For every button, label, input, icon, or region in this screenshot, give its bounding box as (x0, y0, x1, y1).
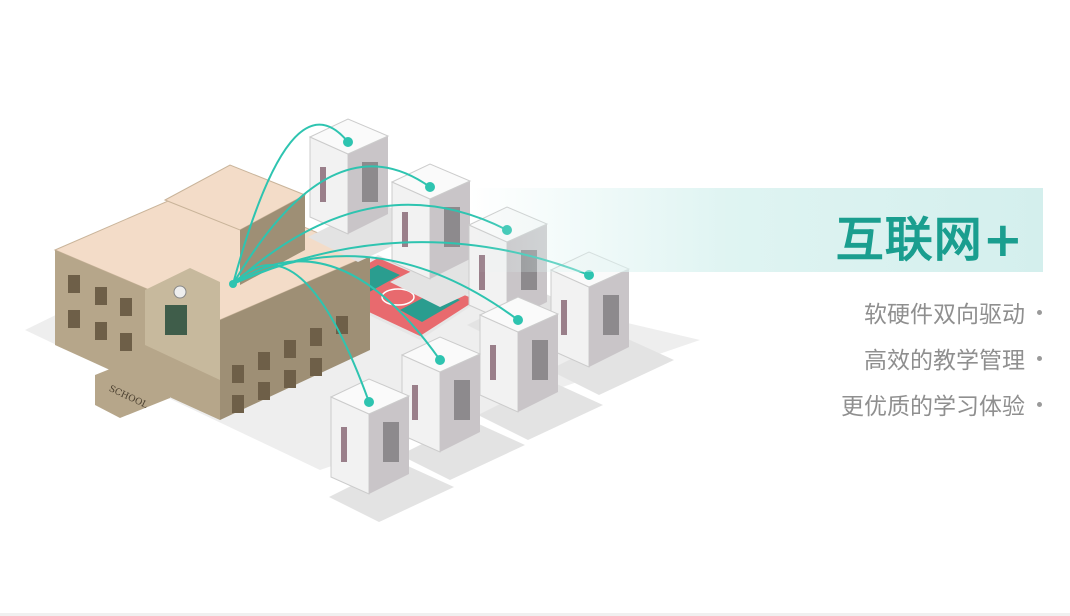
bullet-dot (1037, 309, 1042, 315)
bullet-text: 软硬件双向驱动 (864, 302, 1025, 328)
network-link (232, 260, 441, 361)
network-node (584, 270, 594, 280)
small-building (549, 251, 674, 395)
bullet-item: 高效的教学管理 (864, 341, 1042, 375)
network-node (435, 355, 445, 365)
title-banner (470, 188, 1043, 272)
network-node (343, 137, 353, 147)
slide-title: 互联网+ (835, 212, 1024, 268)
network-node (425, 182, 435, 192)
bullet-text: 更优质的学习体验 (841, 394, 1025, 420)
bullet-dot (1037, 355, 1042, 361)
hub-node (229, 280, 237, 288)
network-link (232, 123, 349, 285)
small-building (329, 378, 454, 522)
bullet-item: 软硬件双向驱动 (864, 295, 1042, 329)
network-node (364, 397, 374, 407)
network-links (232, 123, 594, 407)
network-link (232, 264, 370, 403)
school-building: SCHOOL (53, 164, 372, 420)
network-link (232, 165, 431, 285)
bullet-text: 高效的教学管理 (864, 348, 1025, 374)
small-building (478, 296, 603, 440)
network-node (513, 315, 523, 325)
footer-line (0, 613, 1070, 616)
network-link (232, 255, 519, 321)
bullet-item: 更优质的学习体验 (841, 387, 1042, 421)
bullet-dot (1037, 401, 1042, 407)
